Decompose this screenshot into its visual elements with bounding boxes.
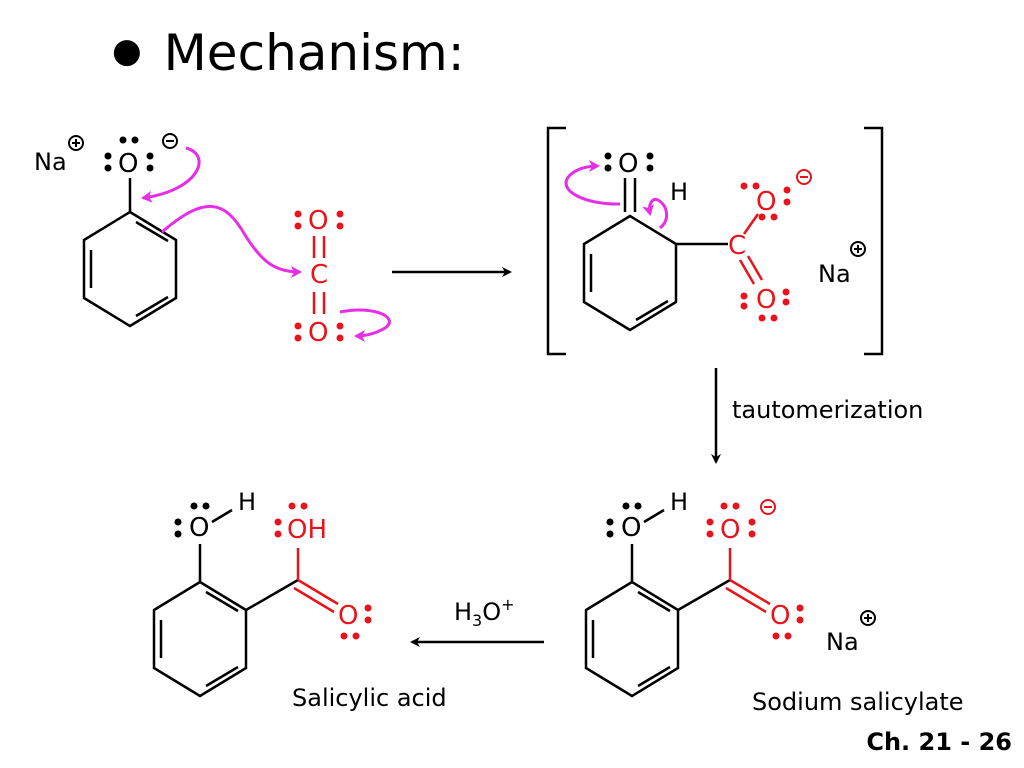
carbon-dioxide: O C O (294, 206, 391, 348)
right-bracket (864, 126, 884, 356)
lone-pairs-icon (604, 152, 654, 172)
electron-arrow-1 (141, 146, 201, 203)
negative-charge-icon (162, 133, 178, 149)
sodium-salicylate: O H O (584, 488, 964, 716)
co2-top-oxygen: O (308, 206, 328, 236)
lone-pairs-icon (294, 322, 344, 342)
carboxylate-oxygen-top: O (720, 515, 740, 545)
salicylic-acid-label: Salicylic acid (292, 684, 447, 712)
na-label: Na (826, 628, 859, 656)
benzene-ring (152, 580, 248, 698)
na-label: Na (818, 260, 851, 288)
tautomerization-label: tautomerization (732, 396, 923, 424)
co2-carbon: C (310, 260, 328, 290)
carboxylate-oxygen-bottom: O (756, 285, 776, 315)
lone-pairs-icon (706, 502, 756, 538)
carboxylate-carbon: C (728, 231, 746, 261)
positive-charge-icon (850, 241, 866, 257)
lone-pairs-icon (104, 136, 154, 172)
phenol-h: H (670, 488, 688, 516)
negative-charge-icon (760, 499, 776, 515)
left-bracket (546, 126, 566, 356)
title-text: Mechanism: (163, 24, 465, 82)
phenol-oxygen: O (621, 513, 641, 543)
phenol-oxygen: O (189, 513, 209, 543)
bullet-icon: ● (112, 30, 142, 71)
lone-pairs-icon (740, 182, 791, 221)
carboxylate-oxygen-bottom: O (770, 601, 790, 631)
sodium-phenoxide: Na O (34, 133, 302, 328)
electron-arrow-2 (161, 204, 302, 278)
phenol-h: H (238, 488, 256, 516)
carbonyl-oxygen: O (618, 149, 638, 179)
na-label: Na (34, 148, 67, 176)
lone-pairs-icon (772, 604, 804, 640)
hydronium-label: H3O+ (454, 595, 515, 630)
lone-pairs-icon (274, 502, 308, 538)
positive-charge-icon (68, 135, 84, 151)
slide-footer: Ch. 21 - 26 (866, 728, 1012, 756)
electron-arrow-3 (339, 308, 391, 342)
benzene-ring (82, 210, 178, 328)
electron-arrow-5 (642, 197, 668, 230)
phenoxide-oxygen: O (118, 149, 138, 179)
lone-pairs-icon (740, 288, 790, 322)
salicylic-acid: O H OH O (152, 488, 447, 712)
intermediate: O H C O (546, 126, 884, 356)
lone-pairs-icon (174, 502, 210, 538)
carbonyl-oxygen: O (338, 601, 358, 631)
intermediate-h: H (670, 178, 688, 206)
negative-charge-icon (796, 169, 812, 185)
benzene-ring (584, 580, 680, 698)
positive-charge-icon (860, 610, 876, 626)
lone-pairs-icon (340, 604, 372, 640)
carboxyl-oh: OH (287, 515, 327, 545)
cyclohexadienone-ring (582, 214, 678, 332)
electron-arrow-4 (564, 160, 621, 206)
co2-bottom-oxygen: O (308, 318, 328, 348)
sodium-salicylate-label: Sodium salicylate (752, 688, 964, 716)
lone-pairs-icon (606, 502, 642, 538)
lone-pairs-icon (294, 210, 344, 230)
carboxylate-oxygen-top: O (756, 187, 776, 217)
slide-title: ●Mechanism: (112, 28, 465, 78)
